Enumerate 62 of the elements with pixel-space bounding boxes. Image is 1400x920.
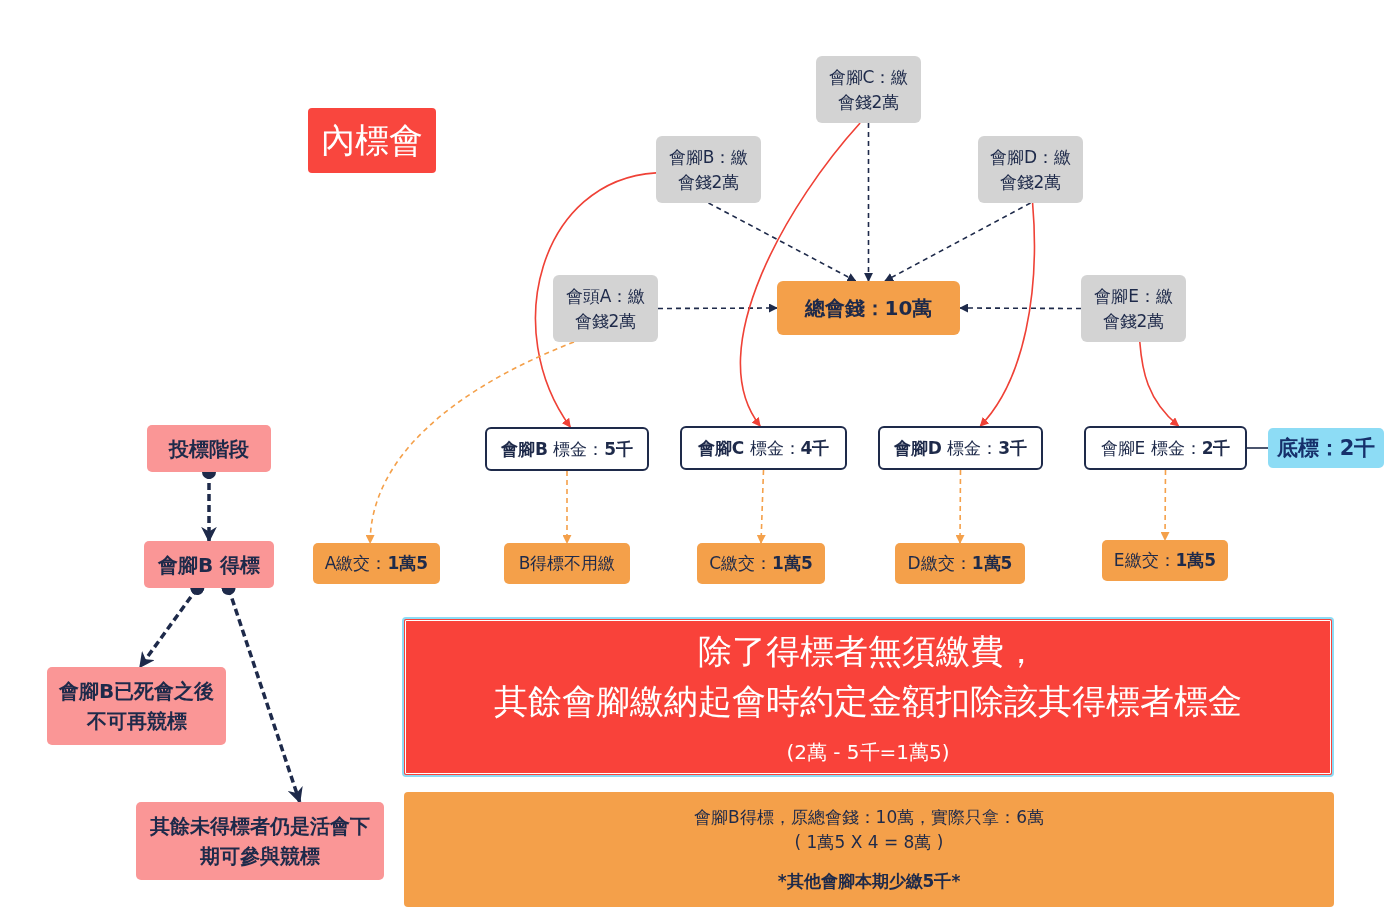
box-text: B得標不用繳: [518, 552, 616, 575]
title-label: 內標會: [308, 108, 436, 173]
box-text: 其餘未得標者仍是活會下期可參與競標: [149, 813, 371, 870]
payment-box: [504, 543, 630, 584]
box-text: 總會錢：10萬: [804, 294, 933, 322]
arrow: [884, 202, 1032, 282]
box-text: 底標：2千: [1276, 435, 1376, 462]
box-text: 會腳B已死會之後不可再競標: [57, 678, 216, 735]
arrow: [959, 303, 1082, 313]
arrow: [756, 469, 766, 544]
box-text: 會腳D：繳會錢2萬: [988, 145, 1073, 194]
arrow: [707, 202, 857, 282]
box-text: 會腳E：繳會錢2萬: [1093, 284, 1174, 333]
bid-box: [485, 427, 649, 471]
payment-box: [313, 543, 440, 584]
box-text: A繳交：1萬5: [324, 552, 429, 575]
box-text: 會腳B 標金：5千: [500, 437, 634, 461]
total-box: [777, 281, 960, 335]
box-text: 會腳C 標金：4千: [697, 436, 830, 460]
arrow: [739, 122, 861, 427]
box-text: 會腳B得標，原總會錢：10萬，實際只拿：6萬: [693, 806, 1045, 829]
stage-box: [147, 425, 271, 472]
payment-box: [895, 543, 1025, 584]
arrow: [562, 470, 572, 544]
arrow: [955, 469, 965, 544]
box-text: 會腳E 標金：2千: [1100, 436, 1231, 460]
box-text: C繳交：1萬5: [709, 552, 813, 575]
arrow: [366, 341, 575, 544]
member-box: [1081, 275, 1186, 342]
arrow: [864, 122, 873, 282]
winner-box: [144, 541, 274, 588]
box-text: E繳交：1萬5: [1113, 549, 1217, 572]
arrow: [657, 303, 778, 313]
arrow: [534, 172, 657, 428]
box-text: 會腳B 得標: [157, 551, 261, 579]
payment-box: [697, 543, 825, 584]
box-text: D繳交：1萬5: [907, 552, 1013, 575]
box-text: 會腳C：繳會錢2萬: [827, 65, 910, 114]
box-text: *其他會腳本期少繳5千*: [777, 870, 961, 893]
arrow: [979, 202, 1036, 427]
bid-box: [1084, 426, 1247, 470]
payment-box: [1102, 540, 1228, 581]
box-text: ( 1萬5 X 4 = 8萬 ): [794, 831, 944, 854]
box-text: 會腳D 標金：3千: [893, 436, 1028, 460]
box-text: 除了得標者無須繳費，: [698, 629, 1038, 673]
arrow: [1160, 469, 1170, 541]
summary-box: [404, 792, 1334, 907]
member-box: [656, 136, 761, 203]
bid-box: [878, 426, 1043, 470]
arrow: [1139, 341, 1180, 427]
box-text: 投標階段: [169, 435, 249, 463]
box-text: 會頭A：繳會錢2萬: [564, 284, 647, 333]
box-text: 會腳B：繳會錢2萬: [667, 145, 750, 194]
note-box: [136, 802, 384, 880]
box-text: (2萬 - 5千=1萬5): [786, 738, 950, 766]
note-box: [47, 667, 226, 745]
member-box: [816, 56, 921, 123]
box-text: 其餘會腳繳納起會時約定金額扣除該其得標者標金: [494, 679, 1242, 723]
bid-box: [680, 426, 847, 470]
member-box: [553, 275, 658, 342]
floor-bid-box: [1268, 428, 1384, 468]
member-box: [978, 136, 1083, 203]
